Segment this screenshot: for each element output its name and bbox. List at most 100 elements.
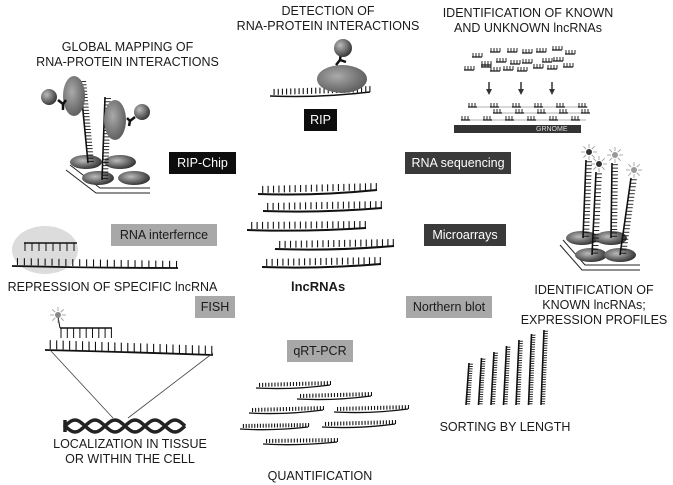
northern-illustration <box>465 329 548 406</box>
fluorescent-label-icon <box>626 162 642 178</box>
lncrna-strands <box>246 183 395 269</box>
caption-line: AND UNKNOWN lncRNAs <box>454 21 602 35</box>
caption-line: RNA-PROTEIN INTERACTIONS <box>36 55 219 69</box>
method-northern-blot: Northern blot <box>406 296 492 318</box>
sequencing-read <box>542 58 553 63</box>
sequencing-read <box>522 49 533 54</box>
caption-line: GLOBAL MAPPING OF <box>61 40 194 54</box>
caption-line: OR WITHIN THE CELL <box>65 452 195 466</box>
sequencing-read <box>517 67 528 72</box>
sequencing-read <box>481 63 492 68</box>
method-rna-sequencing: RNA sequencing <box>405 152 511 174</box>
antibody-icon <box>126 116 136 127</box>
sequencing-read <box>490 67 501 72</box>
genome-label: GRNOME <box>536 126 568 133</box>
caption-localization: LOCALIZATION IN TISSUE OR WITHIN THE CEL… <box>30 437 230 467</box>
rna-strand <box>262 438 339 446</box>
rna-strand <box>257 183 378 196</box>
caption-detection: DETECTION OF RNA-PROTEIN INTERACTIONS <box>228 4 428 34</box>
genome-bar <box>454 125 581 133</box>
sequencing-read <box>464 66 475 71</box>
chip-spot <box>104 155 136 169</box>
protein-icon <box>63 76 85 116</box>
rna-strand <box>490 351 498 406</box>
fluorescent-label-icon <box>50 307 66 323</box>
rna-strand <box>591 171 602 256</box>
rna-strand <box>465 362 473 406</box>
rna-strand <box>246 221 367 232</box>
caption-identification-known: IDENTIFICATION OF KNOWN lncRNAs; EXPRESS… <box>515 283 673 328</box>
rna-strand <box>274 239 395 251</box>
rna-strand <box>248 406 325 415</box>
rna-strand <box>502 345 511 406</box>
dna-strand <box>63 418 187 434</box>
sequencing-read <box>533 64 544 69</box>
rna-strand <box>477 357 486 406</box>
rna-strand <box>321 420 397 429</box>
microarray-illustration <box>559 144 642 271</box>
sequencing-read <box>496 58 507 63</box>
caption-line: REPRESSION OF SPECIFIC lncRNA <box>7 280 218 294</box>
down-arrow-icon <box>549 82 555 95</box>
sequencing-read <box>565 50 576 55</box>
bead-icon <box>134 104 150 120</box>
caption-identification-known-unknown: IDENTIFICATION OF KNOWN AND UNKNOWN lncR… <box>428 6 628 36</box>
chip-spot <box>118 171 150 185</box>
qrtpcr-illustration <box>239 381 410 446</box>
aligned-read <box>468 103 588 108</box>
rna-strand <box>255 381 332 390</box>
rnai-illustration <box>11 226 179 274</box>
sirna-duplex <box>24 242 77 251</box>
caption-repression: REPRESSION OF SPECIFIC lncRNA <box>0 280 225 295</box>
rna-strand <box>296 392 373 401</box>
rna-strand <box>11 258 179 269</box>
rna-strand <box>610 162 618 239</box>
rna-strand <box>44 340 214 356</box>
method-rna-interference: RNA interfernce <box>111 224 217 246</box>
chip-spot <box>70 155 102 169</box>
rna-seq-illustration <box>454 46 590 133</box>
fish-probe <box>57 316 112 338</box>
caption-line: IDENTIFICATION OF <box>534 283 654 297</box>
rna-strand <box>582 159 592 239</box>
caption-line: QUANTIFICATION <box>267 469 373 483</box>
aligned-read <box>493 109 590 114</box>
method-rip: RIP <box>304 109 337 131</box>
rip-illustration <box>269 39 371 98</box>
caption-line: RNA-PROTEIN INTERACTIONS <box>236 19 420 33</box>
method-qrtpcr: qRT-PCR <box>287 340 353 362</box>
chip-spot <box>82 171 114 185</box>
sequencing-read <box>522 59 533 64</box>
caption-line: IDENTIFICATION OF KNOWN <box>442 6 614 20</box>
protein-icon <box>104 100 126 140</box>
caption-line: SORTING BY LENGTH <box>439 420 571 434</box>
fluorescent-label-icon <box>581 144 597 160</box>
antibody-icon <box>57 99 67 110</box>
fluorescent-label-icon <box>591 156 607 172</box>
bead-icon <box>334 39 352 57</box>
aligned-read <box>461 116 586 121</box>
down-arrow-icon <box>518 82 524 95</box>
sequencing-read <box>503 66 514 71</box>
caption-quantification: QUANTIFICATION <box>240 469 400 484</box>
rna-strand <box>527 333 536 406</box>
method-microarrays: Microarrays <box>424 224 506 246</box>
sequencing-read <box>472 53 483 58</box>
rna-strand <box>261 257 382 269</box>
rna-strand <box>333 405 410 414</box>
sequencing-read <box>507 48 518 53</box>
chip-spot <box>566 231 598 245</box>
caption-line: DETECTION OF <box>281 4 375 18</box>
chip-spot <box>575 248 607 262</box>
sequencing-read <box>563 63 574 68</box>
rna-strand <box>239 423 310 431</box>
sequencing-read <box>481 61 492 66</box>
rip-chip-illustration <box>41 76 150 194</box>
sequencing-read <box>553 57 564 62</box>
rna-strand <box>515 339 523 406</box>
rna-strand <box>619 177 637 256</box>
caption-line: LOCALIZATION IN TISSUE <box>53 437 207 451</box>
down-arrow-icon <box>486 82 492 95</box>
center-label-lncrnas: lncRNAs <box>291 279 346 294</box>
